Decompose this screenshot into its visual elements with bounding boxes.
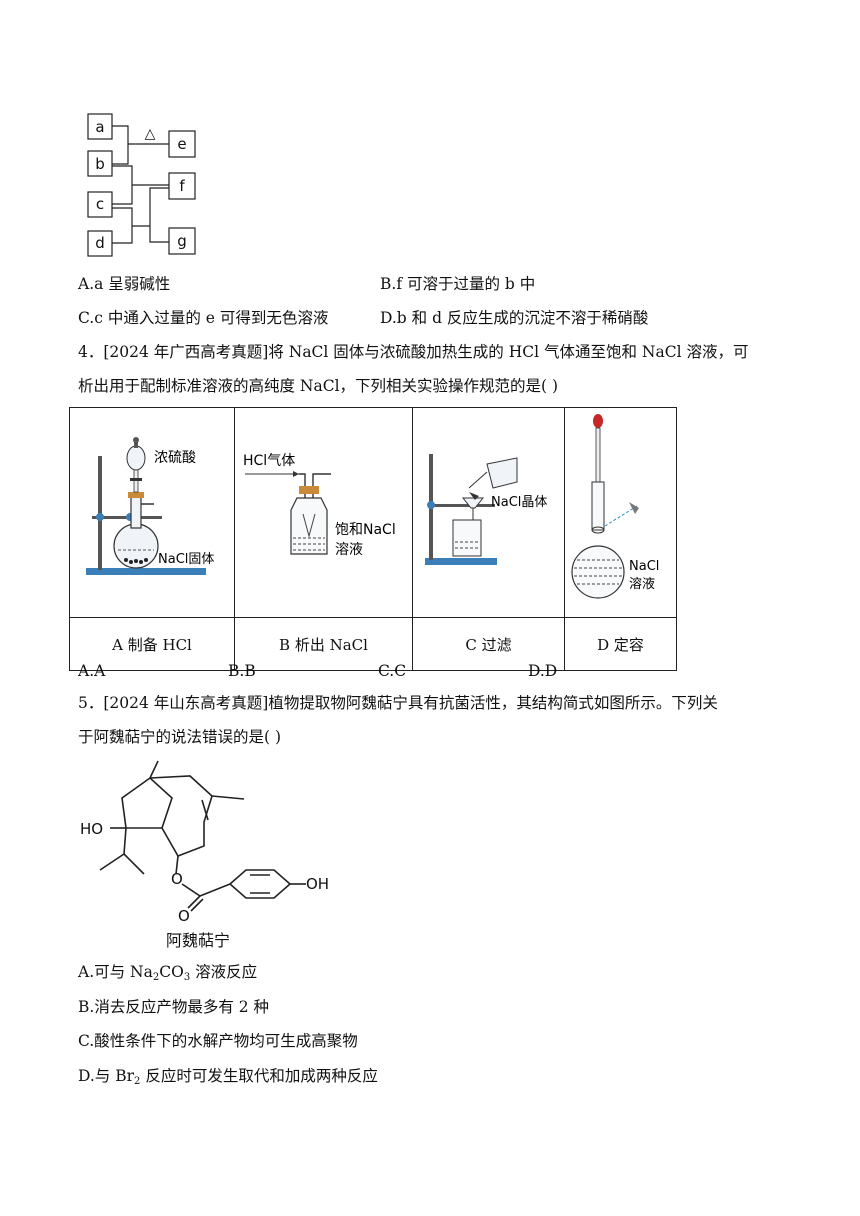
q5-option-b[interactable]: B.消去反应产物最多有 2 种 xyxy=(78,998,270,1016)
box-f-label: f xyxy=(179,177,185,195)
q5-option-a-text-3: 溶液反应 xyxy=(190,963,258,981)
label-nacl-solid: NaCl固体 xyxy=(158,552,214,567)
label-sat-nacl-2: 溶液 xyxy=(335,542,363,558)
q3-option-c[interactable]: C.c 中通入过量的 e 可得到无色溶液 xyxy=(78,309,329,327)
label-conc-sulfuric-acid: 浓硫酸 xyxy=(154,450,196,466)
label-hcl-gas: HCl气体 xyxy=(243,453,295,469)
apparatus-c-drawing: NaCl晶体 xyxy=(425,454,547,565)
box-e-label: e xyxy=(177,135,186,153)
caption-a: A 制备 HCl xyxy=(69,617,235,671)
q4-option-b[interactable]: B.B xyxy=(228,662,256,680)
apparatus-a-cell: 浓硫酸 NaCl固体 xyxy=(69,407,235,618)
q4-option-c[interactable]: C.C xyxy=(378,662,407,680)
q5-option-a-sub-2: 3 xyxy=(183,972,191,983)
q5-option-a-sub-1: 2 xyxy=(152,972,160,983)
q5-option-d-sub: 2 xyxy=(134,1076,141,1087)
box-b-label: b xyxy=(95,155,105,173)
reaction-flow-diagram: a b c d e f g △ xyxy=(87,113,196,257)
box-f xyxy=(168,172,196,200)
label-nacl-crystal: NaCl晶体 xyxy=(491,495,547,510)
caption-b: B 析出 NaCl xyxy=(234,617,413,671)
label-nacl-solution-1: NaCl xyxy=(629,559,659,574)
label-ho-left: HO xyxy=(80,820,103,838)
box-g xyxy=(168,227,196,255)
label-nacl-solution-2: 溶液 xyxy=(629,577,655,592)
q5-stem-line2: 于阿魏萜宁的说法错误的是( ) xyxy=(78,728,282,746)
box-g-label: g xyxy=(177,232,187,250)
apparatus-table: 浓硫酸 NaCl固体 HCl气体 饱和NaCl 溶液 xyxy=(69,407,677,671)
q4-option-d[interactable]: D.D xyxy=(528,662,558,680)
apparatus-c-cell: NaCl晶体 xyxy=(412,407,565,618)
q4-option-a[interactable]: A.A xyxy=(78,662,106,680)
q5-option-c[interactable]: C.酸性条件下的水解产物均可生成高聚物 xyxy=(78,1032,358,1050)
q3-option-d[interactable]: D.b 和 d 反应生成的沉淀不溶于稀硝酸 xyxy=(380,309,649,327)
box-a-label: a xyxy=(95,118,104,136)
apparatus-b-cell: HCl气体 饱和NaCl 溶液 xyxy=(234,407,413,618)
q3-option-a[interactable]: A.a 呈弱碱性 xyxy=(78,275,171,293)
apparatus-d-cell: NaCl 溶液 xyxy=(564,407,677,618)
box-d-label: d xyxy=(95,234,105,252)
label-sat-nacl-1: 饱和NaCl xyxy=(335,522,396,538)
label-oh-right: OH xyxy=(306,875,329,893)
caption-d: D 定容 xyxy=(564,617,677,671)
heat-symbol: △ xyxy=(145,126,156,142)
compound-name: 阿魏萜宁 xyxy=(166,931,230,950)
q5-option-d-text-1: D.与 Br xyxy=(78,1067,135,1085)
structure-afetenin: HO OH O O 阿魏萜宁 xyxy=(80,760,329,950)
apparatus-b-drawing: HCl气体 饱和NaCl 溶液 xyxy=(243,453,396,558)
q4-stem-line2: 析出用于配制标准溶液的高纯度 NaCl，下列相关实验操作规范的是( ) xyxy=(78,377,559,395)
q5-option-d-text-2: 反应时可发生取代和加成两种反应 xyxy=(140,1067,378,1085)
q4-stem-line1: 4．[2024 年广西高考真题]将 NaCl 固体与浓硫酸加热生成的 HCl 气… xyxy=(78,343,749,361)
q3-option-b[interactable]: B.f 可溶于过量的 b 中 xyxy=(380,275,536,293)
label-ester-oxygen: O xyxy=(171,870,183,888)
q5-option-a-text-1: A.可与 Na xyxy=(78,963,153,981)
apparatus-d-drawing: NaCl 溶液 xyxy=(571,414,659,599)
label-carbonyl-oxygen: O xyxy=(178,907,190,925)
q5-stem-line1: 5．[2024 年山东高考真题]植物提取物阿魏萜宁具有抗菌活性，其结构简式如图所… xyxy=(78,694,718,712)
apparatus-a-drawing: 浓硫酸 NaCl固体 xyxy=(86,437,214,575)
q5-option-a-text-2: CO xyxy=(159,963,184,981)
q5-option-a[interactable]: A.可与 Na2CO3 溶液反应 xyxy=(78,961,257,989)
q5-option-d[interactable]: D.与 Br2 反应时可发生取代和加成两种反应 xyxy=(78,1065,378,1093)
caption-c: C 过滤 xyxy=(412,617,565,671)
box-c-label: c xyxy=(96,195,104,213)
